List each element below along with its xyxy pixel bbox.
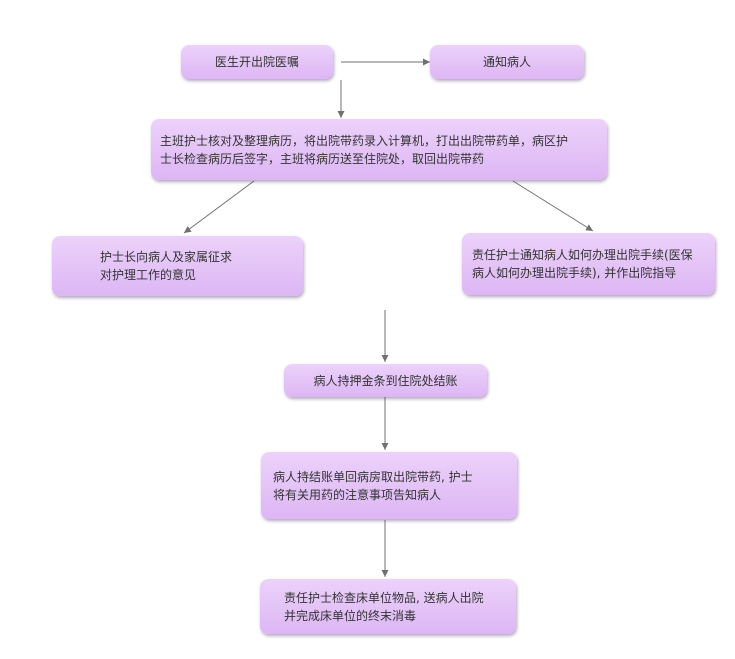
node-discharge-order: 医生开出院医嘱 [181,45,333,79]
node-collect-medication: 病人持结账单回病房取出院带药, 护士 将有关用药的注意事项告知病人 [261,452,517,519]
node-settle-account-label: 病人持押金条到住院处结账 [313,373,458,388]
node-records-processing: 主班护士核对及整理病历，将出院带药录入计算机，打出出院带药单，病区护 士长检查病… [151,119,607,180]
node-settle-account: 病人持押金条到住院处结账 [284,364,487,397]
node-final-disinfection-label: 责任护士检查床单位物品, 送病人出院 并完成床单位的终末消毒 [284,590,484,623]
edge-n3-n5 [512,180,594,232]
node-collect-medication-label: 病人持结账单回病房取出院带药, 护士 将有关用药的注意事项告知病人 [273,469,473,502]
node-records-processing-label: 主班护士核对及整理病历，将出院带药录入计算机，打出出院带药单，病区护 士长检查病… [160,133,569,166]
node-discharge-guidance-label: 责任护士通知病人如何办理出院手续(医保 病人如何办理出院手续), 并作出院指导 [472,248,693,280]
node-discharge-order-label: 医生开出院医嘱 [214,55,299,69]
node-collect-feedback-label: 护士长向病人及家属征求 对护理工作的意见 [100,250,233,282]
edge-n3-n4 [183,180,255,234]
node-final-disinfection: 责任护士检查床单位物品, 送病人出院 并完成床单位的终末消毒 [260,579,516,634]
node-notify-patient: 通知病人 [430,45,584,79]
node-collect-feedback: 护士长向病人及家属征求 对护理工作的意见 [52,236,303,296]
node-discharge-guidance: 责任护士通知病人如何办理出院手续(医保 病人如何办理出院手续), 并作出院指导 [462,233,715,295]
node-notify-patient-label: 通知病人 [482,55,531,69]
